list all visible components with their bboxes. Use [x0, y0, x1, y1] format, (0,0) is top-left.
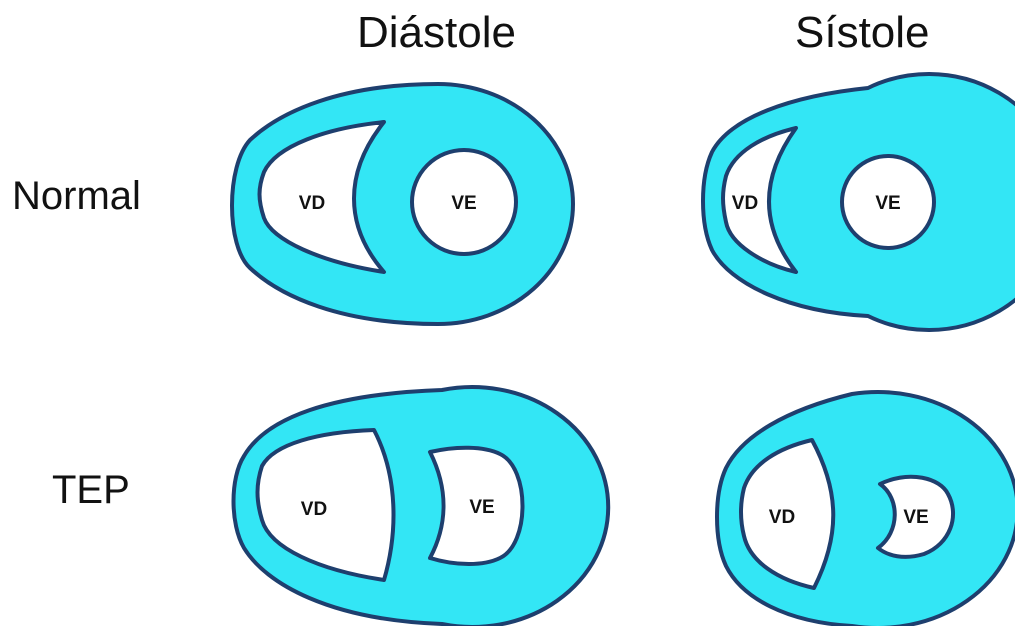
lv-label: VE — [469, 497, 494, 518]
row-title-tep: TEP — [52, 468, 130, 512]
right-ventricle-cavity — [257, 120, 386, 274]
rv-label: VD — [301, 499, 327, 520]
left-ventricle-cavity — [876, 474, 956, 559]
column-title-diastole: Diástole — [357, 8, 516, 57]
rv-label: VD — [769, 507, 795, 528]
lv-label: VE — [875, 193, 900, 214]
right-ventricle-cavity — [255, 428, 396, 582]
right-ventricle-cavity — [721, 126, 798, 274]
rv-label: VD — [299, 193, 325, 214]
left-ventricle-cavity — [840, 154, 936, 250]
lv-label: VE — [903, 507, 928, 528]
left-ventricle-cavity — [428, 445, 525, 566]
row-title-normal: Normal — [12, 174, 141, 218]
lv-label: VE — [451, 193, 476, 214]
right-ventricle-cavity — [739, 438, 836, 590]
rv-label: VD — [732, 193, 758, 214]
column-title-systole: Sístole — [795, 8, 930, 57]
left-ventricle-cavity — [410, 148, 518, 256]
